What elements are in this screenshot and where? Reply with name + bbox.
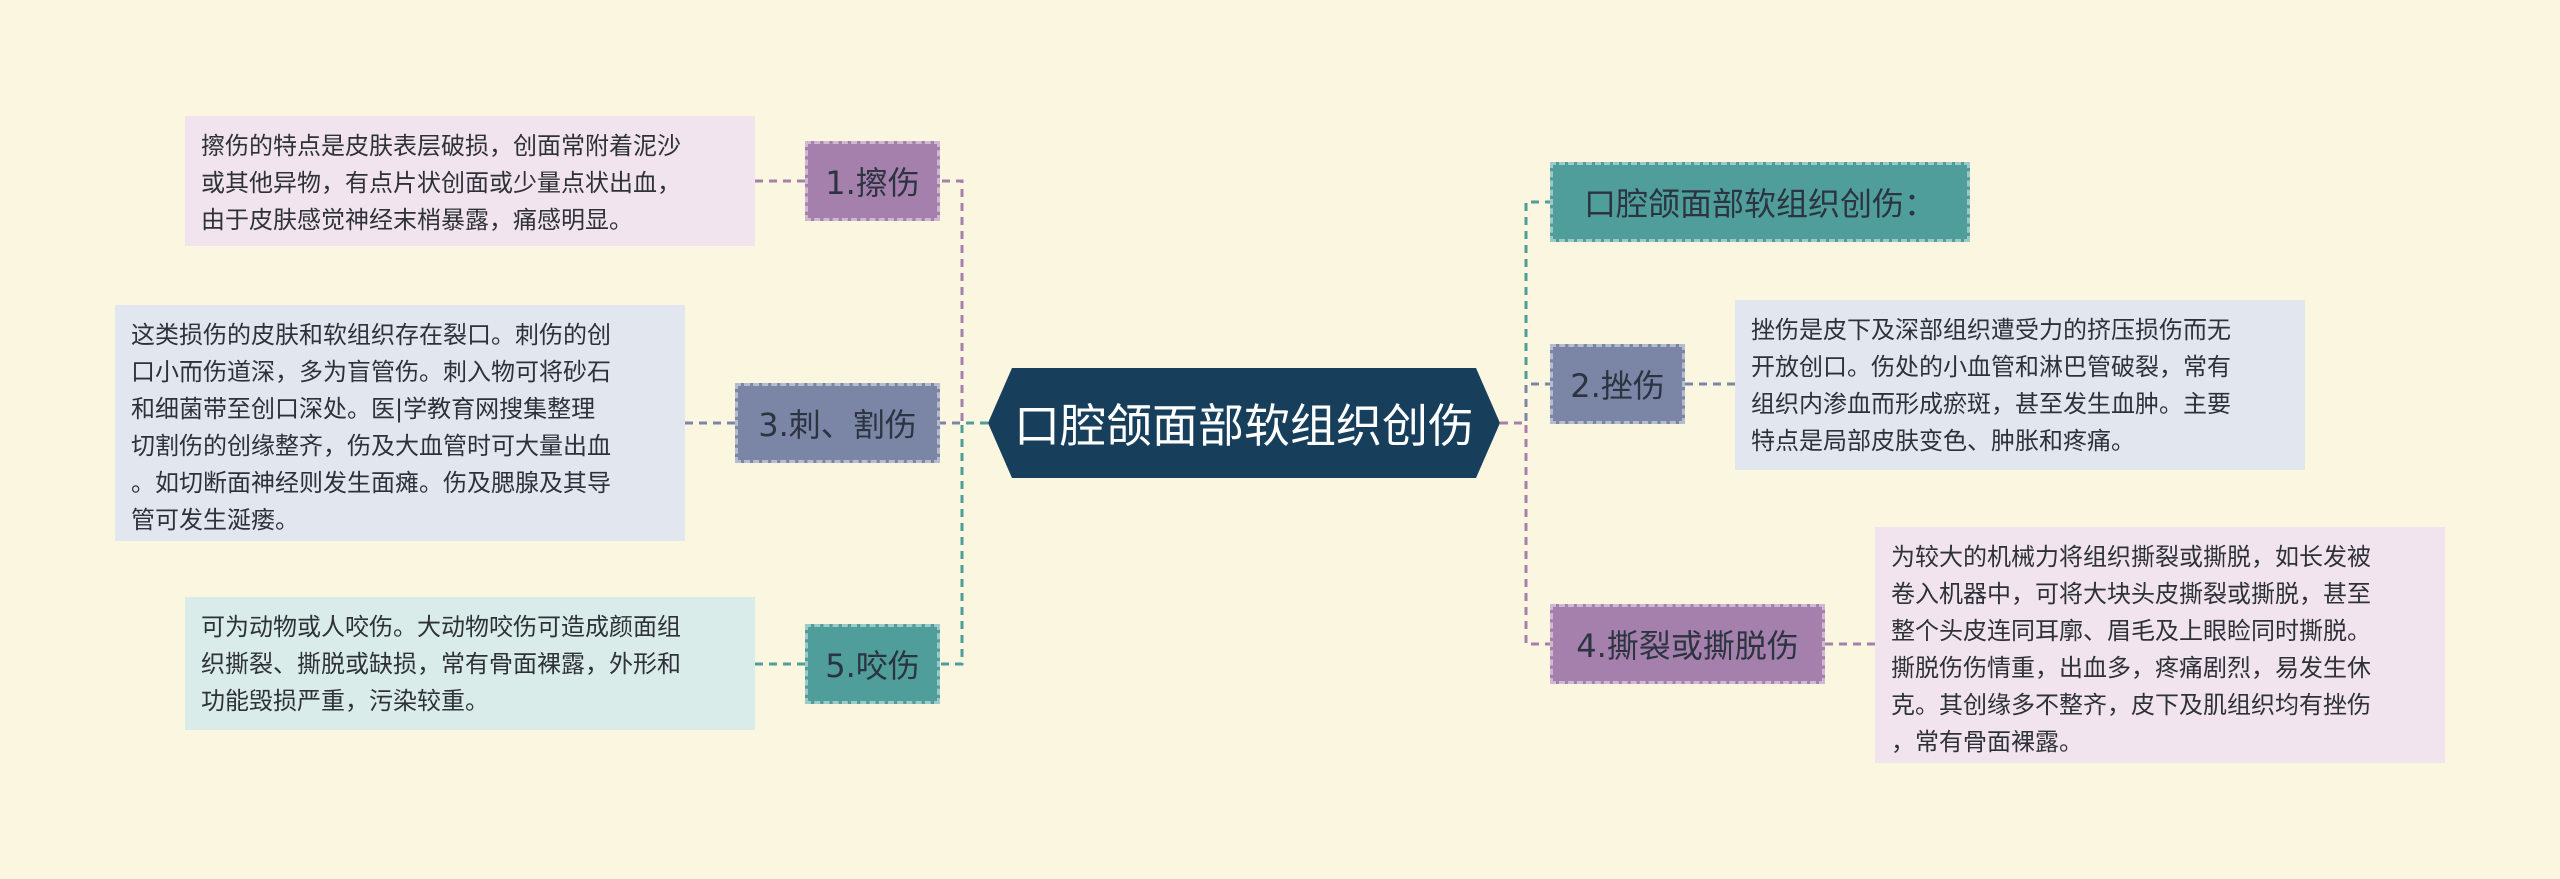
leaf-stab-cut-text: 这类损伤的皮肤和软组织存在裂口。刺伤的创 口小而伤道深，多为盲管伤。刺入物可将砂… bbox=[115, 305, 685, 541]
leaf-abrasion-text: 擦伤的特点是皮肤表层破损，创面常附着泥沙 或其他异物，有点片状创面或少量点状出血… bbox=[185, 116, 755, 246]
branch-label: 5.咬伤 bbox=[825, 647, 920, 685]
text-line: 和细菌带至创口深处。医|学教育网搜集整理 bbox=[131, 395, 596, 423]
branch-laceration-avulsion[interactable]: 4.撕裂或撕脱伤 bbox=[1550, 604, 1825, 684]
text-line: 或其他异物，有点片状创面或少量点状出血， bbox=[201, 169, 681, 197]
text-line: 这类损伤的皮肤和软组织存在裂口。刺伤的创 bbox=[131, 321, 611, 349]
connector-root-b1 bbox=[940, 179, 988, 425]
branch-label: 3.刺、割伤 bbox=[758, 406, 917, 444]
connector-root-b2 bbox=[1500, 382, 1550, 425]
branch-abrasion[interactable]: 1.擦伤 bbox=[805, 141, 940, 221]
root-node[interactable]: 口腔颌面部软组织创伤 bbox=[988, 368, 1500, 478]
text-line: 由于皮肤感觉神经末梢暴露，痛感明显。 bbox=[201, 206, 633, 234]
branch-label: 1.擦伤 bbox=[825, 164, 920, 202]
text-line: 管可发生涎瘘。 bbox=[131, 506, 299, 534]
text-line: 功能毁损严重，污染较重。 bbox=[201, 687, 489, 715]
root-label: 口腔颌面部软组织创伤 bbox=[1014, 399, 1474, 453]
leaf-bite-text: 可为动物或人咬伤。大动物咬伤可造成颜面组 织撕裂、撕脱或缺损，常有骨面裸露，外形… bbox=[185, 597, 755, 730]
text-line: 组织内渗血而形成瘀斑，甚至发生血肿。主要 bbox=[1751, 390, 2231, 418]
leaf-contusion-text: 挫伤是皮下及深部组织遭受力的挤压损伤而无 开放创口。伤处的小血管和淋巴管破裂，常… bbox=[1735, 300, 2305, 470]
branch-label: 2.挫伤 bbox=[1570, 367, 1665, 405]
text-line: 擦伤的特点是皮肤表层破损，创面常附着泥沙 bbox=[201, 132, 681, 160]
branch-bite[interactable]: 5.咬伤 bbox=[805, 624, 940, 704]
text-line: 撕脱伤伤情重，出血多，疼痛剧烈，易发生休 bbox=[1891, 654, 2371, 682]
branch-contusion[interactable]: 2.挫伤 bbox=[1550, 344, 1685, 424]
connector-root-b0 bbox=[1500, 200, 1550, 425]
text-line: 特点是局部皮肤变色、肿胀和疼痛。 bbox=[1751, 427, 2135, 455]
text-line: 克。其创缘多不整齐，皮下及肌组织均有挫伤 bbox=[1891, 691, 2371, 719]
connector-root-b5 bbox=[940, 421, 988, 666]
leaf-laceration-avulsion-text: 为较大的机械力将组织撕裂或撕脱，如长发被 卷入机器中，可将大块头皮撕裂或撕脱，甚… bbox=[1875, 527, 2445, 763]
text-line: 口小而伤道深，多为盲管伤。刺入物可将砂石 bbox=[131, 358, 611, 386]
text-line: 。如切断面神经则发生面瘫。伤及腮腺及其导 bbox=[131, 469, 611, 497]
branch-label: 4.撕裂或撕脱伤 bbox=[1576, 627, 1799, 665]
text-line: 挫伤是皮下及深部组织遭受力的挤压损伤而无 bbox=[1751, 316, 2231, 344]
connector-root-b4 bbox=[1500, 421, 1550, 646]
text-line: 可为动物或人咬伤。大动物咬伤可造成颜面组 bbox=[201, 613, 681, 641]
branch-stab-cut[interactable]: 3.刺、割伤 bbox=[735, 383, 940, 463]
text-line: 整个头皮连同耳廓、眉毛及上眼睑同时撕脱。 bbox=[1891, 617, 2371, 645]
text-line: ，常有骨面裸露。 bbox=[1891, 728, 2083, 756]
text-line: 织撕裂、撕脱或缺损，常有骨面裸露，外形和 bbox=[201, 650, 681, 678]
text-line: 卷入机器中，可将大块头皮撕裂或撕脱，甚至 bbox=[1891, 580, 2371, 608]
branch-overview[interactable]: 口腔颌面部软组织创伤： bbox=[1550, 162, 1970, 242]
text-line: 为较大的机械力将组织撕裂或撕脱，如长发被 bbox=[1891, 543, 2371, 571]
text-line: 切割伤的创缘整齐，伤及大血管时可大量出血 bbox=[131, 432, 611, 460]
branch-label: 口腔颌面部软组织创伤： bbox=[1583, 185, 1936, 223]
text-line: 开放创口。伤处的小血管和淋巴管破裂，常有 bbox=[1751, 353, 2231, 381]
